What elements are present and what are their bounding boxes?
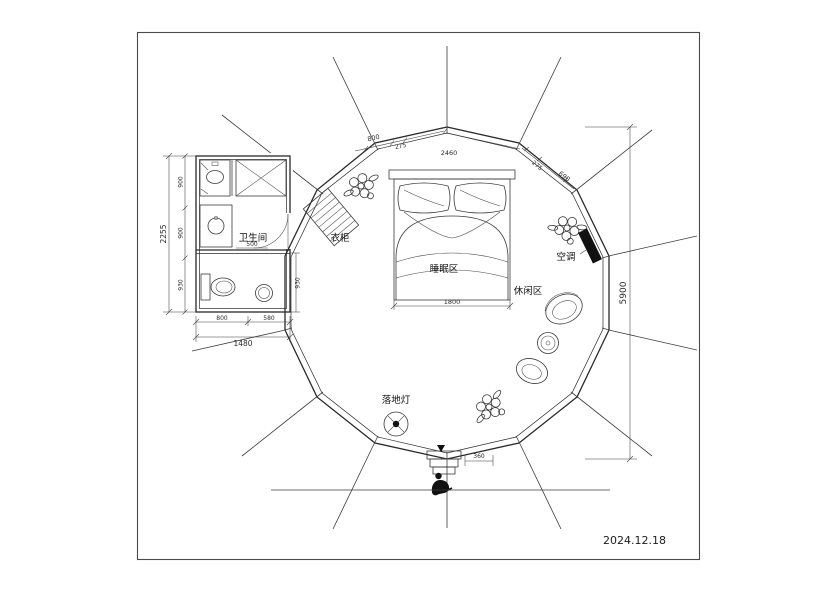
bathroom <box>193 153 293 315</box>
dim-900-b: 900 <box>178 227 185 239</box>
drawing-frame <box>136 31 701 561</box>
leisure-chair-1 <box>544 292 583 325</box>
ac-unit <box>578 228 602 264</box>
ac-leader-line <box>579 249 587 255</box>
floor-lamp-symbol <box>383 411 409 437</box>
washing-machine <box>255 284 273 302</box>
person-figure <box>431 472 453 496</box>
dim-bathroom-bottom: 800 580 1480 <box>192 315 294 348</box>
dim-plan-diameter: 5900 <box>585 123 637 463</box>
dim-1480: 1480 <box>233 339 252 348</box>
toilet <box>200 273 236 301</box>
dim-bathroom-left: 2255 900 900 930 <box>159 152 196 316</box>
dim-800-top: 800 <box>367 133 381 144</box>
dim-930-side: 930 <box>295 277 302 289</box>
leisure-table <box>537 332 559 354</box>
dim-bed-width: 1800 <box>390 298 514 310</box>
label-bathroom: 卫生间 <box>239 232 268 244</box>
entry-arrow-icon <box>437 445 445 452</box>
date-text: 2024.12.18 <box>603 534 666 547</box>
vanity-cabinet <box>199 204 233 248</box>
entry-steps <box>426 445 462 475</box>
dim-930-left: 930 <box>178 279 185 291</box>
dim-vanity: 500 <box>236 241 268 249</box>
label-floor-lamp: 落地灯 <box>382 394 411 406</box>
dim-275-top-left: 275 <box>394 142 407 151</box>
sink-counter <box>199 159 231 197</box>
wardrobe-ladder <box>302 187 360 247</box>
shower-tray <box>235 159 287 197</box>
dim-1800: 1800 <box>444 298 461 306</box>
dim-top-chain: 800 275 2460 275 690 <box>354 128 575 190</box>
label-wardrobe: 衣柜 <box>330 232 350 244</box>
dim-580-bottom: 580 <box>263 315 275 322</box>
dim-500: 500 <box>246 241 258 248</box>
dim-bathroom-side: 930 <box>290 252 302 313</box>
label-air-conditioner: 空调 <box>556 251 575 263</box>
dim-800-bottom: 800 <box>216 315 228 322</box>
leisure-chair-2 <box>516 358 548 384</box>
dim-5900: 5900 <box>619 281 629 304</box>
dim-900-a: 900 <box>178 176 185 188</box>
roof-rib-lines <box>191 46 697 530</box>
dim-2460-top: 2460 <box>441 149 458 157</box>
yurt-floor-fill <box>285 127 609 459</box>
bathroom-door <box>253 213 292 249</box>
label-sleeping-area: 睡眠区 <box>430 263 459 275</box>
dim-entry: 360 <box>464 453 494 466</box>
dim-2255: 2255 <box>159 224 168 243</box>
dim-360: 360 <box>473 453 485 460</box>
bed <box>388 169 516 301</box>
label-leisure-area: 休闲区 <box>514 285 543 297</box>
